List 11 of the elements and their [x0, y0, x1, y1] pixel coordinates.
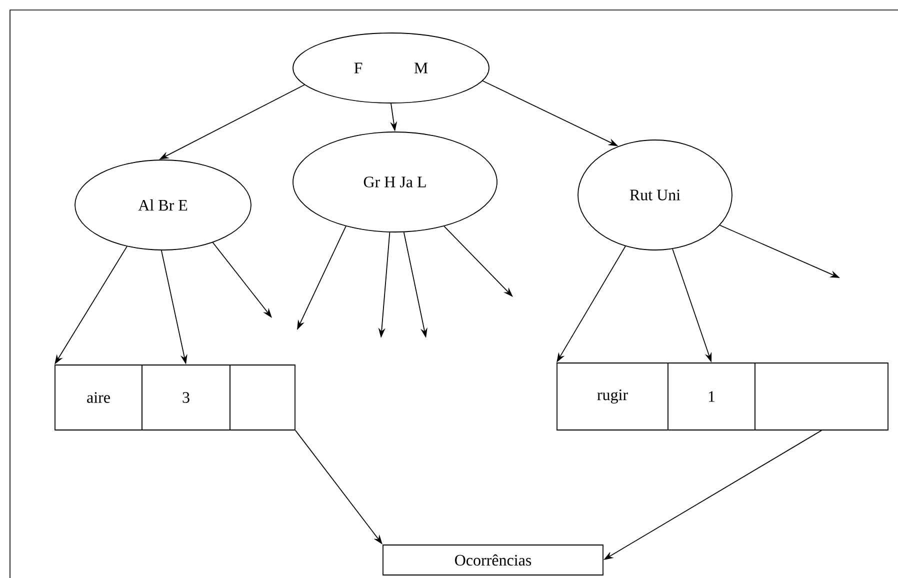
record-cell: 1: [668, 362, 756, 430]
record-cell: [754, 362, 888, 430]
ellipse-node: F M: [292, 32, 490, 104]
record-cell: 3: [142, 364, 230, 430]
process-box: Ocorrências: [382, 544, 604, 576]
ellipse-node: Al Br E: [74, 160, 252, 250]
ellipse-node: Rut Uni: [578, 140, 732, 250]
record-cell: [230, 364, 296, 430]
record-cell: rugir: [556, 362, 668, 430]
ellipse-node: Gr H Ja L: [292, 132, 498, 232]
record-cell: aire: [54, 364, 142, 430]
